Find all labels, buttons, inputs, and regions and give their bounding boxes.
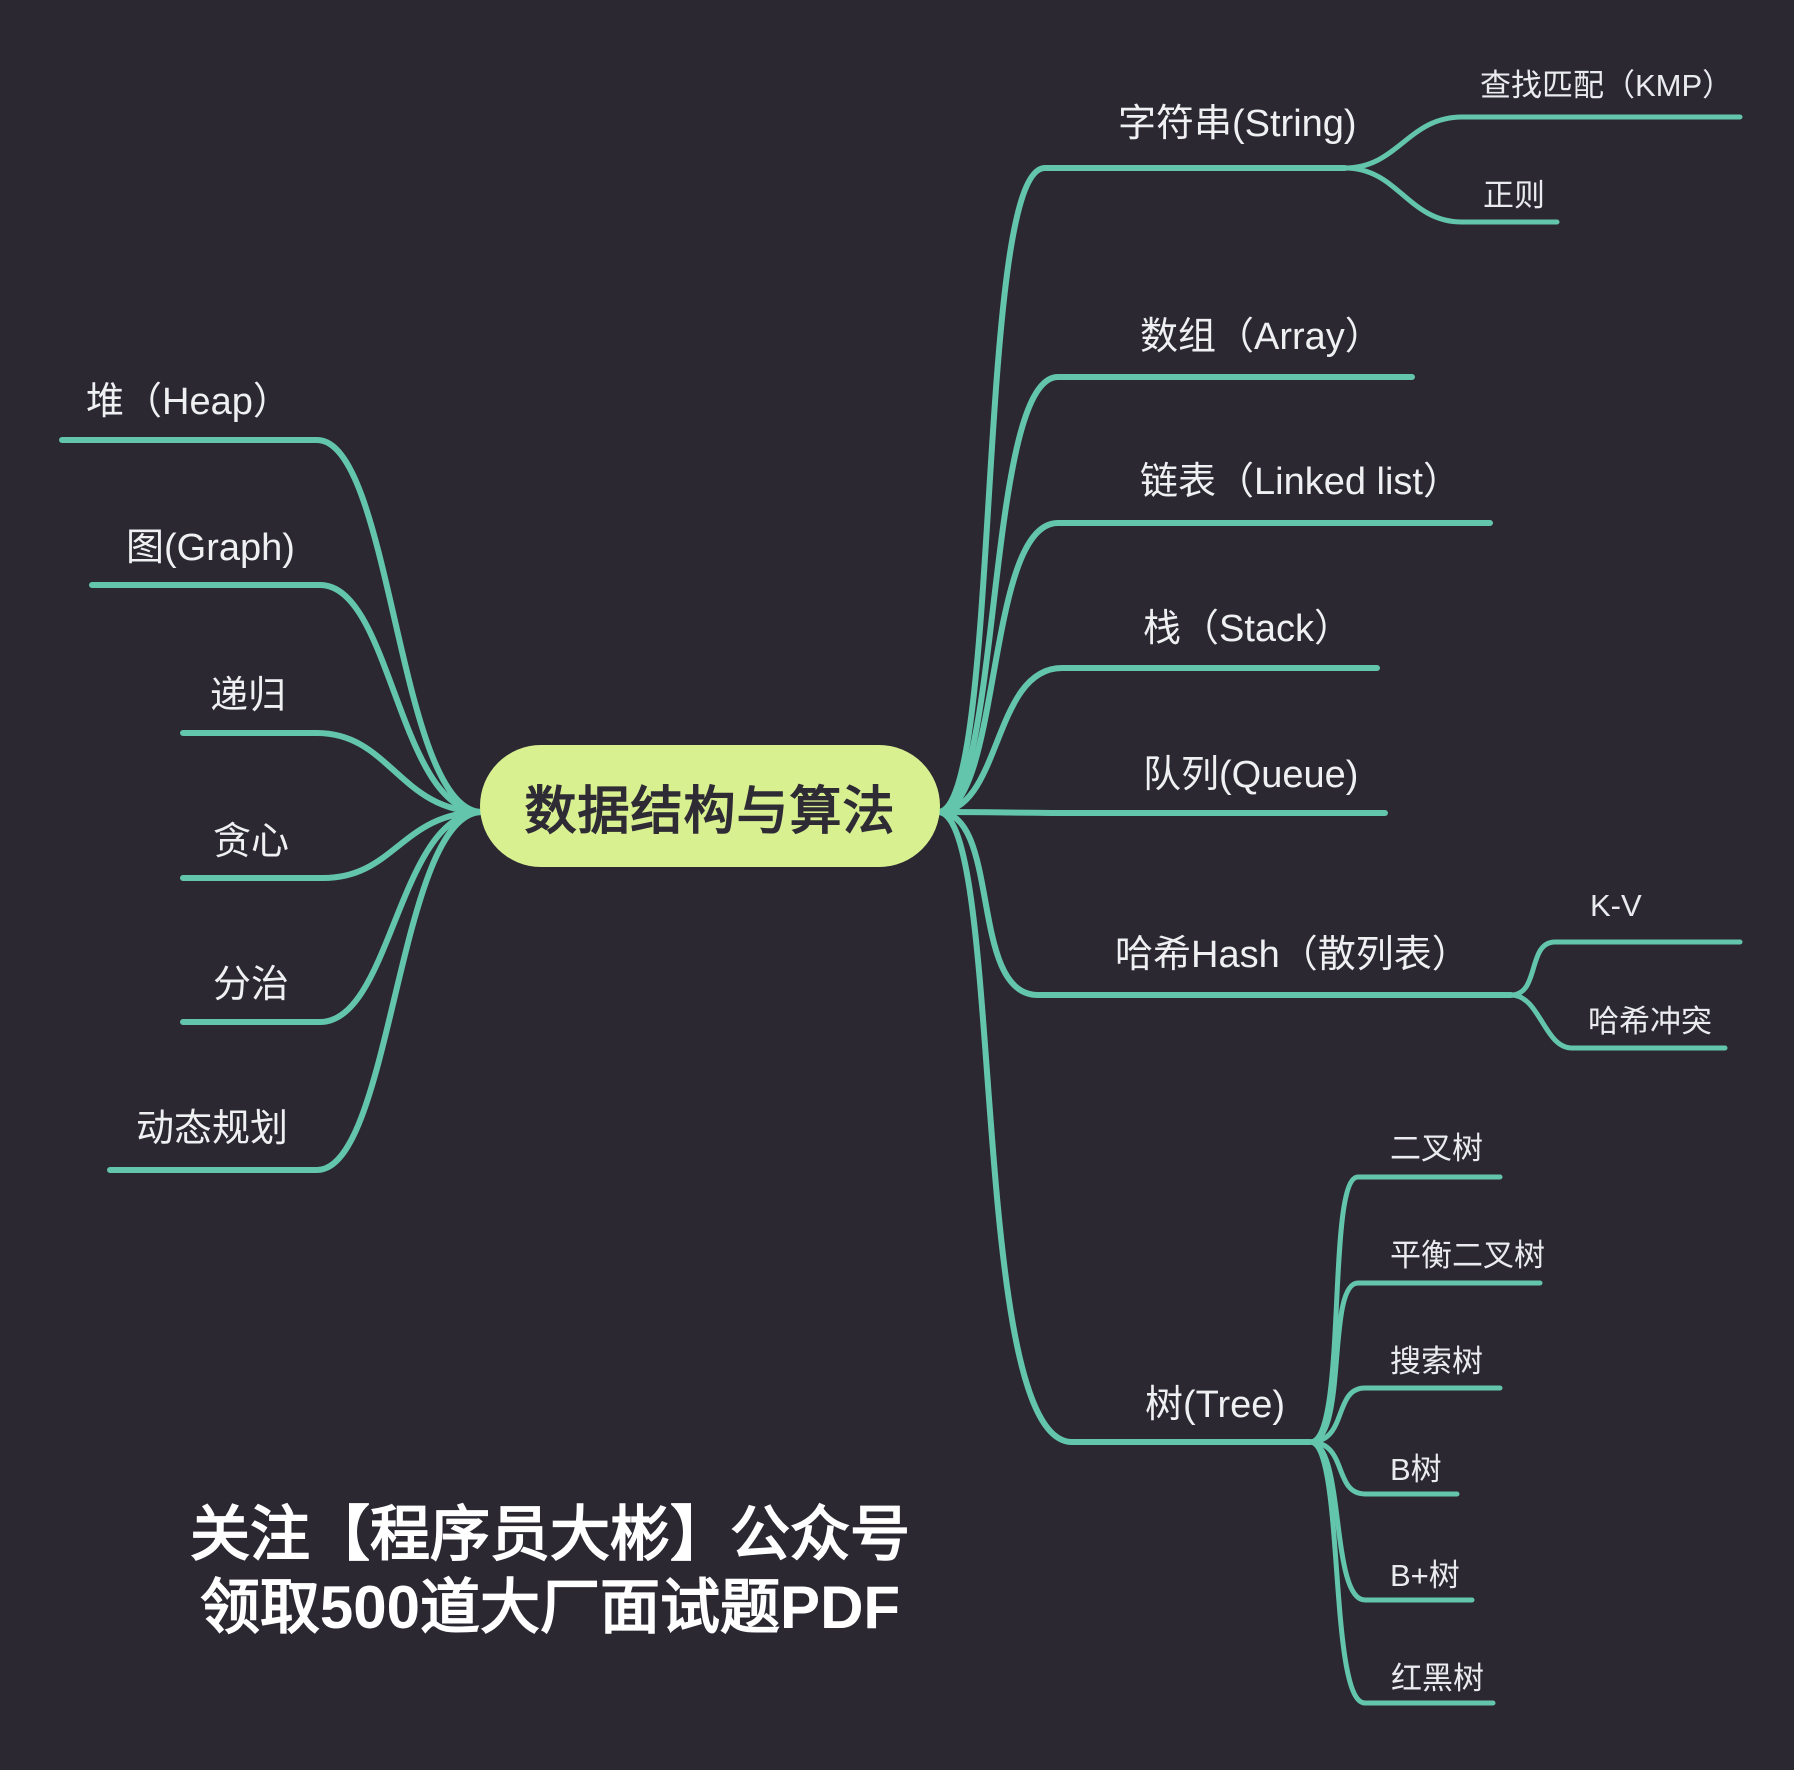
- branch-queue: [935, 809, 1388, 816]
- branch-regex: [1342, 165, 1560, 225]
- node-kv[interactable]: K-V: [1590, 888, 1642, 923]
- node-red-black-tree[interactable]: 红黑树: [1391, 1661, 1484, 1696]
- branch-string: [935, 165, 1348, 815]
- central-topic[interactable]: 数据结构与算法: [480, 745, 940, 867]
- branch-divide-conquer: [180, 809, 485, 1025]
- node-stack[interactable]: 栈（Stack）: [1143, 608, 1353, 650]
- branch-recursion: [180, 730, 485, 815]
- node-divide-conquer[interactable]: 分治: [213, 964, 290, 1006]
- branch-balanced-binary-tree: [1307, 1280, 1543, 1445]
- node-graph[interactable]: 图(Graph): [126, 527, 295, 569]
- node-dynamic-programming[interactable]: 动态规划: [136, 1108, 289, 1150]
- footer-line1: 关注【程序员大彬】公众号: [190, 1501, 910, 1568]
- node-b-plus-tree[interactable]: B+树: [1390, 1558, 1460, 1593]
- branch-linked-list: [935, 520, 1493, 815]
- node-regex[interactable]: 正则: [1483, 178, 1545, 213]
- node-recursion[interactable]: 递归: [210, 675, 287, 717]
- branch-red-black-tree: [1307, 1439, 1496, 1706]
- branch-hash: [935, 809, 1514, 998]
- branch-b-tree: [1307, 1439, 1460, 1497]
- node-heap[interactable]: 堆（Heap）: [86, 381, 291, 423]
- node-b-tree[interactable]: B树: [1390, 1452, 1442, 1487]
- branch-dynamic-programming: [107, 809, 485, 1173]
- branch-binary-tree: [1307, 1174, 1503, 1445]
- branch-greedy: [180, 809, 485, 881]
- central-topic-label: 数据结构与算法: [524, 782, 896, 841]
- node-linked-list[interactable]: 链表（Linked list）: [1140, 461, 1461, 503]
- node-search-tree[interactable]: 搜索树: [1390, 1344, 1483, 1379]
- node-queue[interactable]: 队列(Queue): [1143, 754, 1359, 796]
- footer-line2: 领取500道大厂面试题PDF: [199, 1574, 901, 1642]
- node-kmp[interactable]: 查找匹配（KMP）: [1480, 68, 1734, 103]
- node-binary-tree[interactable]: 二叉树: [1390, 1131, 1483, 1166]
- node-hash-collision[interactable]: 哈希冲突: [1588, 1004, 1712, 1039]
- branch-array: [935, 374, 1415, 815]
- footer-promo: 关注【程序员大彬】公众号 领取500道大厂面试题PDF: [110, 1498, 990, 1644]
- node-tree[interactable]: 树(Tree): [1145, 1384, 1286, 1426]
- node-greedy[interactable]: 贪心: [213, 821, 290, 863]
- node-hash[interactable]: 哈希Hash（散列表）: [1115, 934, 1470, 976]
- branch-graph: [89, 582, 485, 815]
- branch-search-tree: [1307, 1385, 1503, 1445]
- node-balanced-binary-tree[interactable]: 平衡二叉树: [1390, 1238, 1545, 1273]
- branch-kv: [1508, 939, 1743, 998]
- node-array[interactable]: 数组（Array）: [1140, 316, 1383, 358]
- branch-kmp: [1342, 114, 1743, 171]
- branch-stack: [935, 665, 1380, 815]
- branch-hash-collision: [1508, 992, 1728, 1051]
- branch-heap: [59, 437, 485, 815]
- branch-tree: [935, 809, 1313, 1445]
- node-string[interactable]: 字符串(String): [1118, 103, 1357, 145]
